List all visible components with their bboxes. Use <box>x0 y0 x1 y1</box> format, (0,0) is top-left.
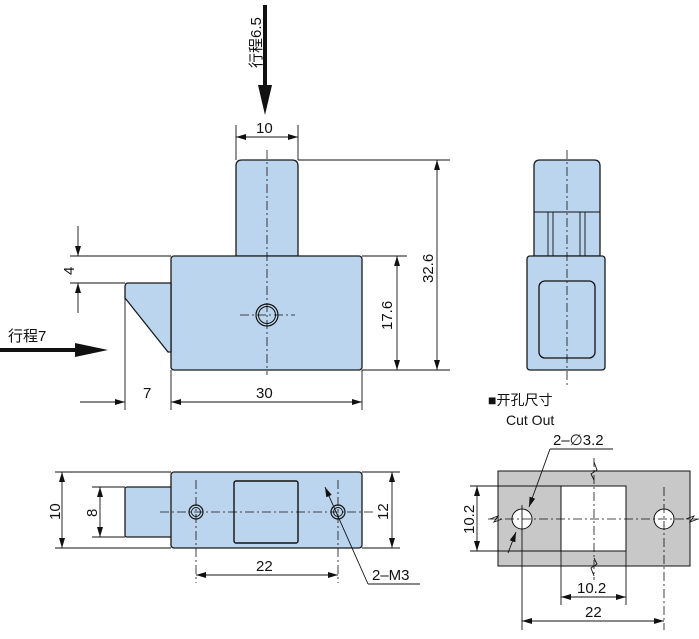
side-view <box>526 150 606 385</box>
cutout-view: ■开孔尺寸 Cut Out 2–∅3.2 10.2 10.2 22 <box>461 392 699 630</box>
hole-callout: 2–∅3.2 <box>553 432 604 449</box>
dim-wedge: 7 <box>143 385 151 402</box>
bottom-view: 10 8 12 22 2–M3 <box>47 471 420 585</box>
body <box>526 255 606 371</box>
dim-hole-pitch: 22 <box>256 558 273 575</box>
dim-total-height: 32.6 <box>420 254 437 283</box>
dim-square-width: 10.2 <box>577 580 606 597</box>
stroke-horizontal-label: 行程7 <box>8 328 46 345</box>
cutout-title: ■开孔尺寸 <box>488 392 552 408</box>
dim-height-tab: 8 <box>84 509 101 517</box>
body <box>170 471 363 549</box>
dim-body-height: 17.6 <box>379 301 396 330</box>
stroke-vertical-label: 行程6.5 <box>248 17 265 68</box>
cutout-subtitle: Cut Out <box>506 412 554 428</box>
thread-callout: 2–M3 <box>372 567 410 584</box>
dim-height-right: 12 <box>375 503 392 520</box>
dim-body-width: 30 <box>256 385 273 402</box>
dim-cutout-hole-pitch: 22 <box>585 604 602 621</box>
wedge <box>124 282 172 353</box>
arrow-head <box>258 85 272 115</box>
dim-plunger-width: 10 <box>256 120 273 137</box>
front-view: 行程6.5 行程7 10 32.6 17.6 4 7 30 <box>0 5 450 410</box>
dim-step: 4 <box>61 267 78 275</box>
dim-height-outer: 10 <box>47 503 64 520</box>
body <box>170 255 363 371</box>
dim-square-height: 10.2 <box>461 505 478 534</box>
square-cutout <box>560 485 627 552</box>
arrow-head <box>75 343 108 357</box>
